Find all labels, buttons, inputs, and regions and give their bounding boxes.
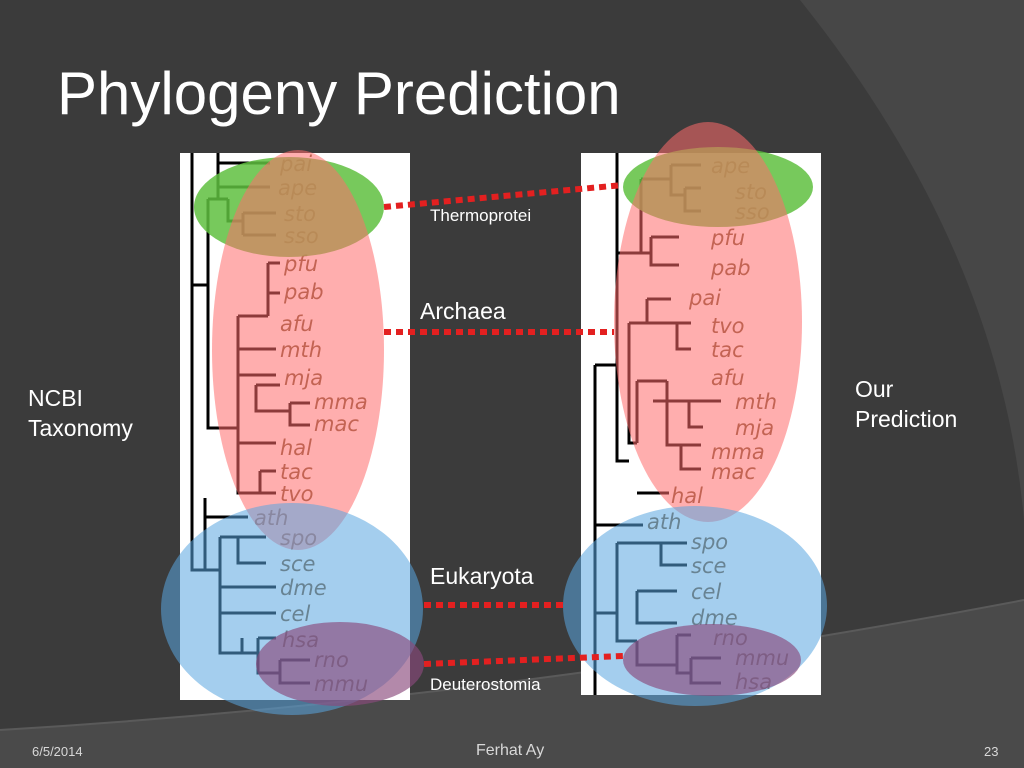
leaf-label: sce xyxy=(280,552,315,576)
leaf-label: tac xyxy=(280,460,313,484)
leaf-label: rno xyxy=(314,648,349,672)
footer-date: 6/5/2014 xyxy=(32,744,83,759)
leaf-label: cel xyxy=(691,580,721,604)
leaf-label: ath xyxy=(647,510,681,534)
leaf-label: pai xyxy=(279,153,312,176)
ncbi-label-line2: Taxonomy xyxy=(28,415,133,441)
leaf-label: mac xyxy=(711,460,756,484)
deuterostomia-label: Deuterostomia xyxy=(430,675,541,694)
leaf-label: mac xyxy=(314,412,359,436)
thermoprotei-label: Thermoprotei xyxy=(430,206,532,225)
leaf-label: mmu xyxy=(735,646,789,670)
leaf-label: spo xyxy=(691,530,728,554)
leaf-label: tvo xyxy=(280,482,314,506)
leaf-label: mma xyxy=(314,390,368,414)
leaf-label: sce xyxy=(691,554,726,578)
footer-author: Ferhat Ay xyxy=(476,742,545,759)
leaf-label: ape xyxy=(278,176,317,200)
leaf-label: mth xyxy=(280,338,322,362)
archaea-label: Archaea xyxy=(420,298,506,324)
prediction-label-line2: Prediction xyxy=(855,406,958,432)
prediction-label-line1: Our xyxy=(855,376,894,402)
leaf-label: hal xyxy=(671,484,703,508)
leaf-label: mmu xyxy=(314,672,368,696)
leaf-label: mth xyxy=(735,390,777,414)
leaf-label: hal xyxy=(280,436,312,460)
leaf-label: cel xyxy=(280,602,310,626)
ncbi-taxonomy-label: NCBI Taxonomy xyxy=(28,383,133,443)
leaf-label: sso xyxy=(735,200,770,224)
prediction-tree-panel: ape sto sso pfu pab pai tvo tac afu mth … xyxy=(581,153,821,698)
leaf-label: afu xyxy=(280,312,314,336)
eukaryota-label: Eukaryota xyxy=(430,563,534,589)
leaf-label: hsa xyxy=(735,670,772,694)
leaf-label: mja xyxy=(735,416,774,440)
ncbi-tree-panel: pai ape sto sso pfu pab afu mth mja mma … xyxy=(180,152,410,700)
leaf-label: pab xyxy=(283,280,324,304)
leaf-label: pfu xyxy=(283,252,318,276)
leaf-label: sto xyxy=(284,202,316,226)
ncbi-tree: pai ape sto sso pfu pab afu mth mja mma … xyxy=(190,152,368,696)
leaf-label: pfu xyxy=(710,226,745,250)
leaf-label: dme xyxy=(280,576,327,600)
leaf-label: ape xyxy=(711,154,750,178)
slide-title: Phylogeny Prediction xyxy=(57,60,621,127)
leaf-label: pab xyxy=(710,256,751,280)
prediction-tree: ape sto sso pfu pab pai tvo tac afu mth … xyxy=(593,153,789,698)
ncbi-label-line1: NCBI xyxy=(28,385,83,411)
footer-page-number: 23 xyxy=(984,744,999,759)
leaf-label: pai xyxy=(688,286,721,310)
our-prediction-label: Our Prediction xyxy=(855,374,957,434)
leaf-label: spo xyxy=(280,526,317,550)
leaf-label: tac xyxy=(711,338,744,362)
leaf-label: afu xyxy=(711,366,745,390)
leaf-label: sso xyxy=(284,224,319,248)
leaf-label: tvo xyxy=(711,314,745,338)
leaf-label: mja xyxy=(284,366,323,390)
